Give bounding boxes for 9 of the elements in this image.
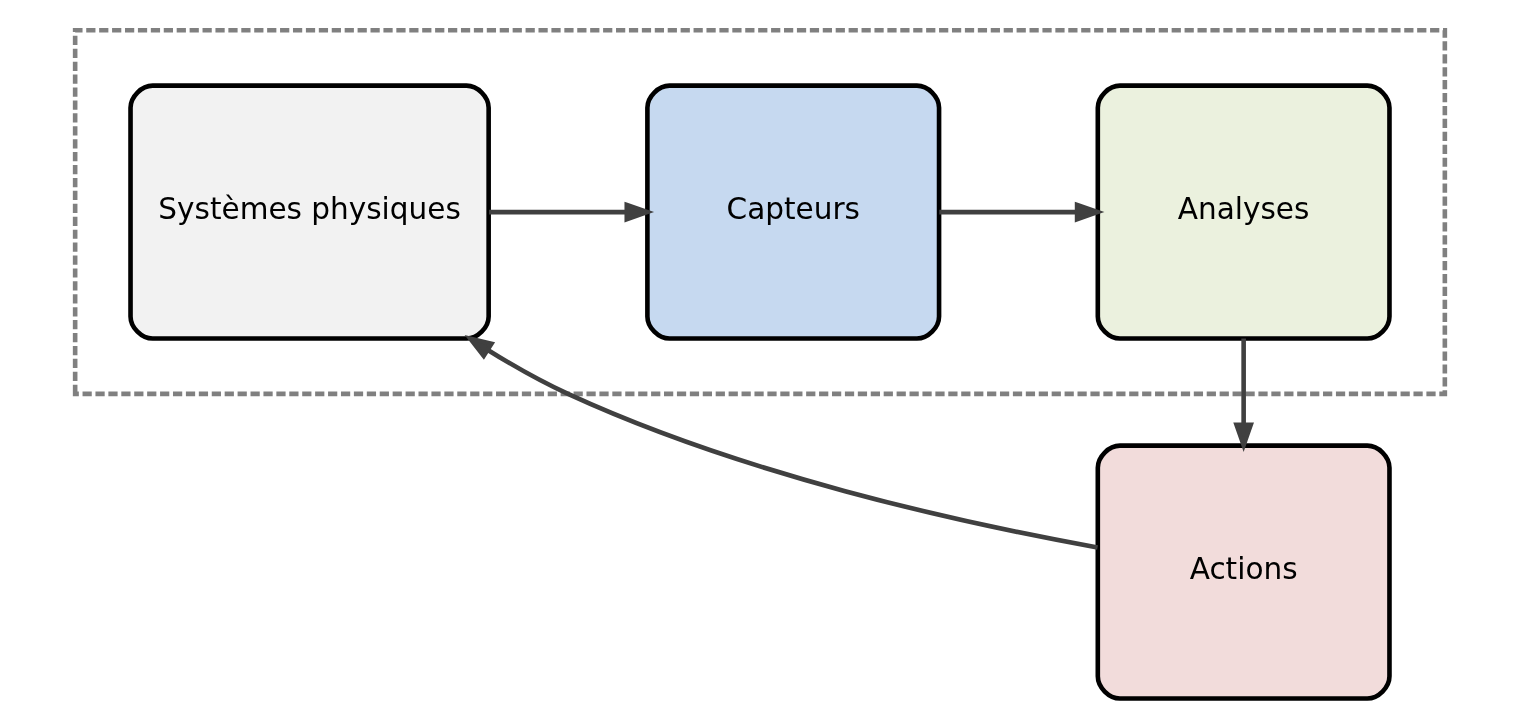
node-box: Systèmes physiques: [128, 83, 491, 341]
cluster: [72, 27, 1448, 397]
arrow: [939, 201, 1105, 223]
node-box: Analyses: [1095, 83, 1392, 341]
arrow: [489, 201, 655, 223]
node-box: Capteurs: [645, 83, 942, 341]
arrow: [464, 335, 1098, 550]
node-box: Actions: [1095, 443, 1392, 701]
arrow: [1233, 338, 1254, 453]
